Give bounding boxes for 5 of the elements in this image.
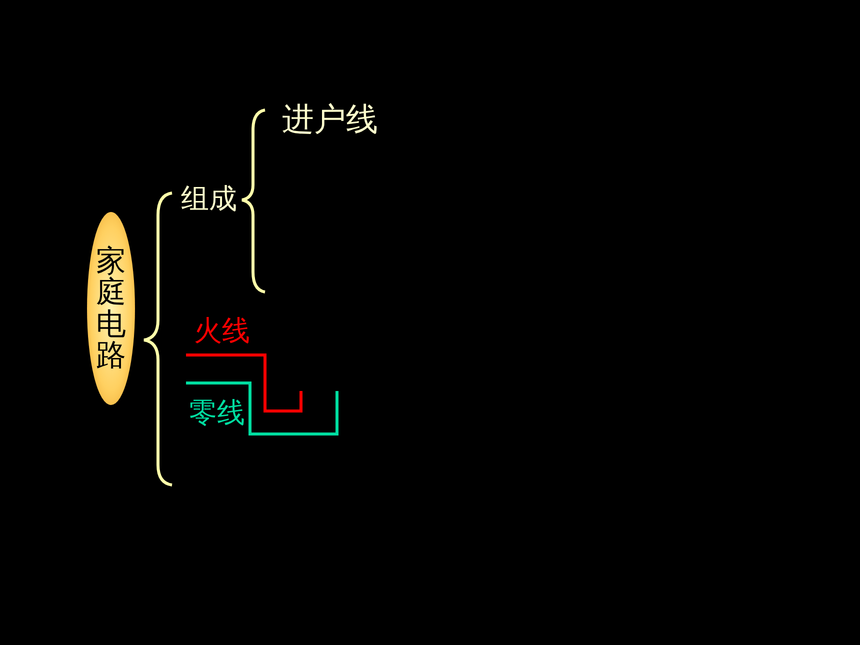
- branch-label: 组成: [181, 185, 237, 213]
- ellipse-node: 家庭电路: [87, 212, 135, 405]
- branch-label: 进户线: [282, 103, 378, 135]
- wire-label: 零线: [189, 399, 245, 427]
- wire-label: 火线: [194, 317, 250, 345]
